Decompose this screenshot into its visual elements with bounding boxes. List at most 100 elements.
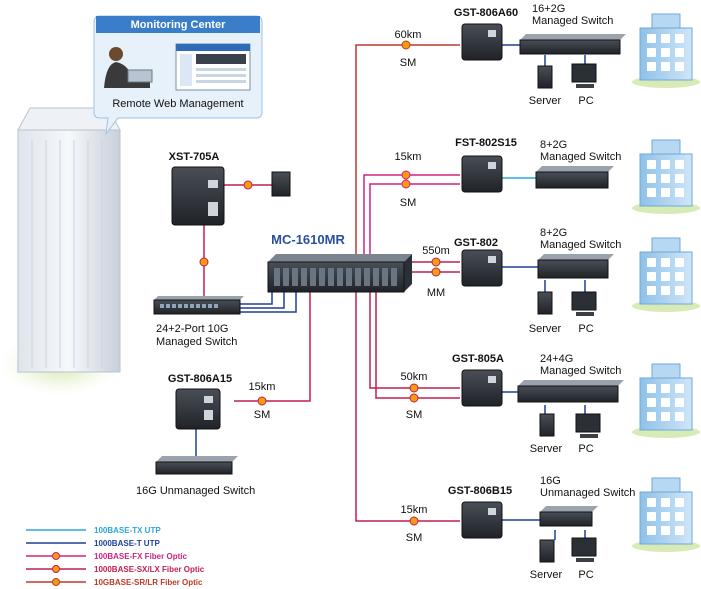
- fiber-dots: [199, 40, 441, 526]
- pc-icon: [571, 291, 597, 311]
- legend-dot-4: [52, 578, 60, 586]
- legend-label-2: 100BASE-FX Fiber Optic: [94, 552, 187, 561]
- branch-4-switch-1: 24+4G: [540, 353, 573, 365]
- office-building-icon: [632, 139, 700, 214]
- gst-806a15-label: GST-806A15: [168, 373, 232, 385]
- xst-705a-label: XST-705A: [169, 151, 220, 163]
- office-building-icon: [632, 363, 700, 438]
- branch-2-device-label: FST-802S15: [455, 137, 517, 149]
- server-icon: [539, 539, 555, 563]
- branch-4-device-label: GST-805A: [452, 353, 504, 365]
- office-building-icon: [632, 13, 700, 88]
- link-branch-5: [355, 290, 460, 522]
- legend-dot-2: [52, 552, 60, 560]
- branch-3-switch-2: Managed Switch: [540, 239, 621, 251]
- tower-building-icon: [17, 107, 121, 373]
- branch-2-mode: SM: [400, 197, 417, 209]
- branch-2-dist: 15km: [395, 151, 422, 163]
- legend-dot-3: [52, 565, 60, 573]
- mc-1610mr-device: MC-1610MR: [267, 232, 412, 293]
- switch-8-2g-a: [535, 171, 609, 189]
- gst-805a-device: [461, 369, 503, 407]
- branch-3: 550m MM GST-802 8+2G Managed Switch: [422, 227, 621, 299]
- gst-806a15-dist: 15km: [249, 381, 276, 393]
- link-branch-2a: [363, 174, 460, 262]
- legend: 100BASE-TX UTP 1000BASE-T UTP 100BASE-FX…: [26, 526, 205, 587]
- server-label-3: Server: [529, 323, 562, 335]
- branch-5-switch-1: 16G: [540, 475, 561, 487]
- pc-icon: [571, 63, 597, 83]
- branch-4-switch-2: Managed Switch: [540, 365, 621, 377]
- branch-3-dist: 550m: [422, 245, 450, 257]
- legend-label-3: 1000BASE-SX/LX Fiber Optic: [94, 565, 205, 574]
- monitoring-center-bubble: Monitoring Center Remote Web Management: [93, 15, 263, 136]
- xst-705a-device: XST-705A: [169, 151, 225, 226]
- fst-802s15-device: [461, 155, 503, 193]
- switch-24-device: 24+2-Port 10G Managed Switch: [153, 296, 244, 348]
- legend-label-4: 10GBASE-SR/LR Fiber Optic: [94, 578, 203, 587]
- branch-2: 15km SM FST-802S15 8+2G Managed Switch: [395, 137, 622, 209]
- pc-label-1: PC: [578, 95, 593, 107]
- switch-16g-right: [539, 511, 593, 527]
- switch-16-2g: [519, 39, 621, 55]
- office-building-icon: [632, 237, 700, 312]
- sfp-module-icon: [271, 171, 291, 197]
- link-branch-2b: [369, 183, 460, 262]
- web-ui-screen-icon: [175, 43, 251, 91]
- branch-4-dist: 50km: [401, 371, 428, 383]
- endpoints-1: Server PC: [529, 63, 597, 107]
- gst-806a60-device: [461, 23, 503, 61]
- pc-label-4: PC: [578, 443, 593, 455]
- server-label-1: Server: [529, 95, 562, 107]
- pc-icon: [571, 537, 597, 557]
- branch-1-mode: SM: [400, 57, 417, 69]
- branch-1-device-label: GST-806A60: [454, 7, 518, 19]
- link-branch-1: [355, 44, 460, 262]
- server-label-4: Server: [530, 443, 563, 455]
- gst-806a15-mode: SM: [254, 409, 271, 421]
- branch-2-switch-1: 8+2G: [540, 139, 567, 151]
- branch-5: 15km SM GST-806B15 16G Unmanaged Switch: [401, 475, 636, 544]
- pc-label-5: PC: [578, 569, 593, 581]
- link-branch-4a: [369, 290, 460, 389]
- branch-1-dist: 60km: [395, 29, 422, 41]
- server-icon: [537, 65, 553, 89]
- remote-web-caption: Remote Web Management: [112, 98, 243, 110]
- branch-1-switch-1: 16+2G: [532, 3, 565, 15]
- server-icon: [539, 413, 555, 437]
- gst-806b15-device: [461, 501, 503, 539]
- link-branch-4b: [375, 290, 460, 399]
- branch-5-switch-2: Unmanaged Switch: [540, 487, 635, 499]
- server-label-5: Server: [530, 569, 563, 581]
- gst-802-device: [461, 249, 503, 287]
- switch-16g-label: 16G Unmanaged Switch: [136, 485, 255, 497]
- switch-16g-device: 16G Unmanaged Switch: [136, 456, 255, 497]
- branch-5-mode: SM: [406, 532, 423, 544]
- branch-4-mode: SM: [406, 409, 423, 421]
- endpoints-4: Server PC: [530, 413, 601, 455]
- switch-8-2g-b: [537, 259, 609, 279]
- branch-2-switch-2: Managed Switch: [540, 151, 621, 163]
- endpoints-3: Server PC: [529, 291, 597, 335]
- branch-1: 60km SM GST-806A60 16+2G Managed Switch: [395, 3, 626, 69]
- switch-24-label-2: Managed Switch: [156, 336, 237, 348]
- switch-24-label-1: 24+2-Port 10G: [156, 323, 228, 335]
- branch-5-device-label: GST-806B15: [448, 485, 512, 497]
- link-switch24-mc: [232, 288, 297, 313]
- switch-24-4g: [517, 385, 619, 403]
- office-buildings: [632, 13, 700, 552]
- endpoints-5: Server PC: [530, 537, 597, 581]
- gst-806a15-device: GST-806A15 15km SM: [168, 373, 276, 430]
- branch-3-mode: MM: [427, 287, 445, 299]
- branch-5-dist: 15km: [401, 504, 428, 516]
- links: [195, 44, 586, 540]
- mc-1610mr-label: MC-1610MR: [271, 232, 345, 247]
- legend-label-1: 1000BASE-T UTP: [94, 539, 160, 548]
- legend-label-0: 100BASE-TX UTP: [94, 526, 161, 535]
- pc-label-3: PC: [578, 323, 593, 335]
- branch-3-device-label: GST-802: [454, 237, 498, 249]
- server-icon: [537, 291, 553, 315]
- operator-icon: [104, 47, 153, 88]
- branch-1-switch-2: Managed Switch: [532, 15, 613, 27]
